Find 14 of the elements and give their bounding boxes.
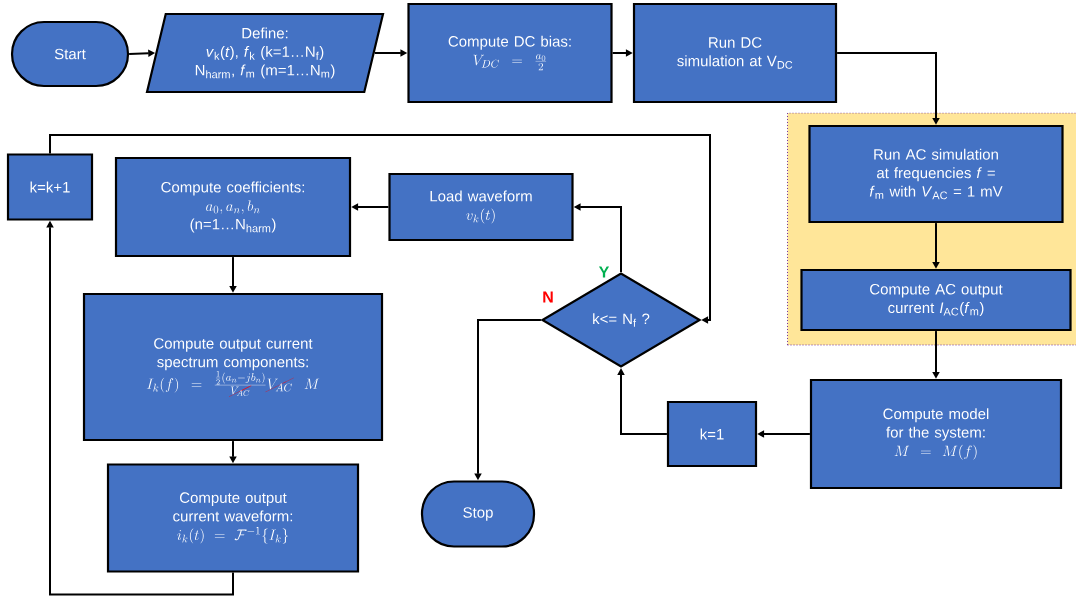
process-box: k=k+1 bbox=[6, 153, 94, 221]
process-box: Run AC simulation at frequencies f = f$_{m}$ with V$_{AC}$ = 1 mV bbox=[808, 124, 1064, 224]
process-box: Compute output current spectrum components: $I_k(f) = \frac{\frac{1}{2}(a_n - j b_n)}{\cancel{V_{AC}}}\cancel{V_{AC}}\; M$ bbox=[82, 292, 384, 442]
process-box: Compute output current waveform: $i_k(t) = \mathcal{F}^{-1}\{I_k\}$ bbox=[106, 463, 360, 573]
process-box: Compute coefficients: $a_0, a_n, b_n$ (n=1…N$_{harm}$) bbox=[114, 156, 352, 258]
process-box: k=1 bbox=[666, 400, 758, 468]
process-box: Load waveform $v_k(t)$ bbox=[388, 172, 574, 242]
input-parallelogram: Define: v$_{k}$(t), f$_{k}$ (k=1…N$_{f}$) N$_{harm}$, f$_{m}$ (m=1…N$_{m}$) bbox=[145, 12, 385, 94]
process-box: Compute DC bias: $V_{DC} = \frac{a_0}{2}$ bbox=[407, 2, 613, 104]
process-box: Compute model for the system: $M = M(f)$ bbox=[809, 378, 1063, 490]
edge-label: N bbox=[543, 291, 553, 303]
process-box: Compute AC output current I$_{AC}$(f$_{m}$) bbox=[800, 268, 1072, 332]
arrow bbox=[49, 134, 711, 324]
process-box: Run DC simulation at V$_{DC}$ bbox=[632, 2, 838, 104]
